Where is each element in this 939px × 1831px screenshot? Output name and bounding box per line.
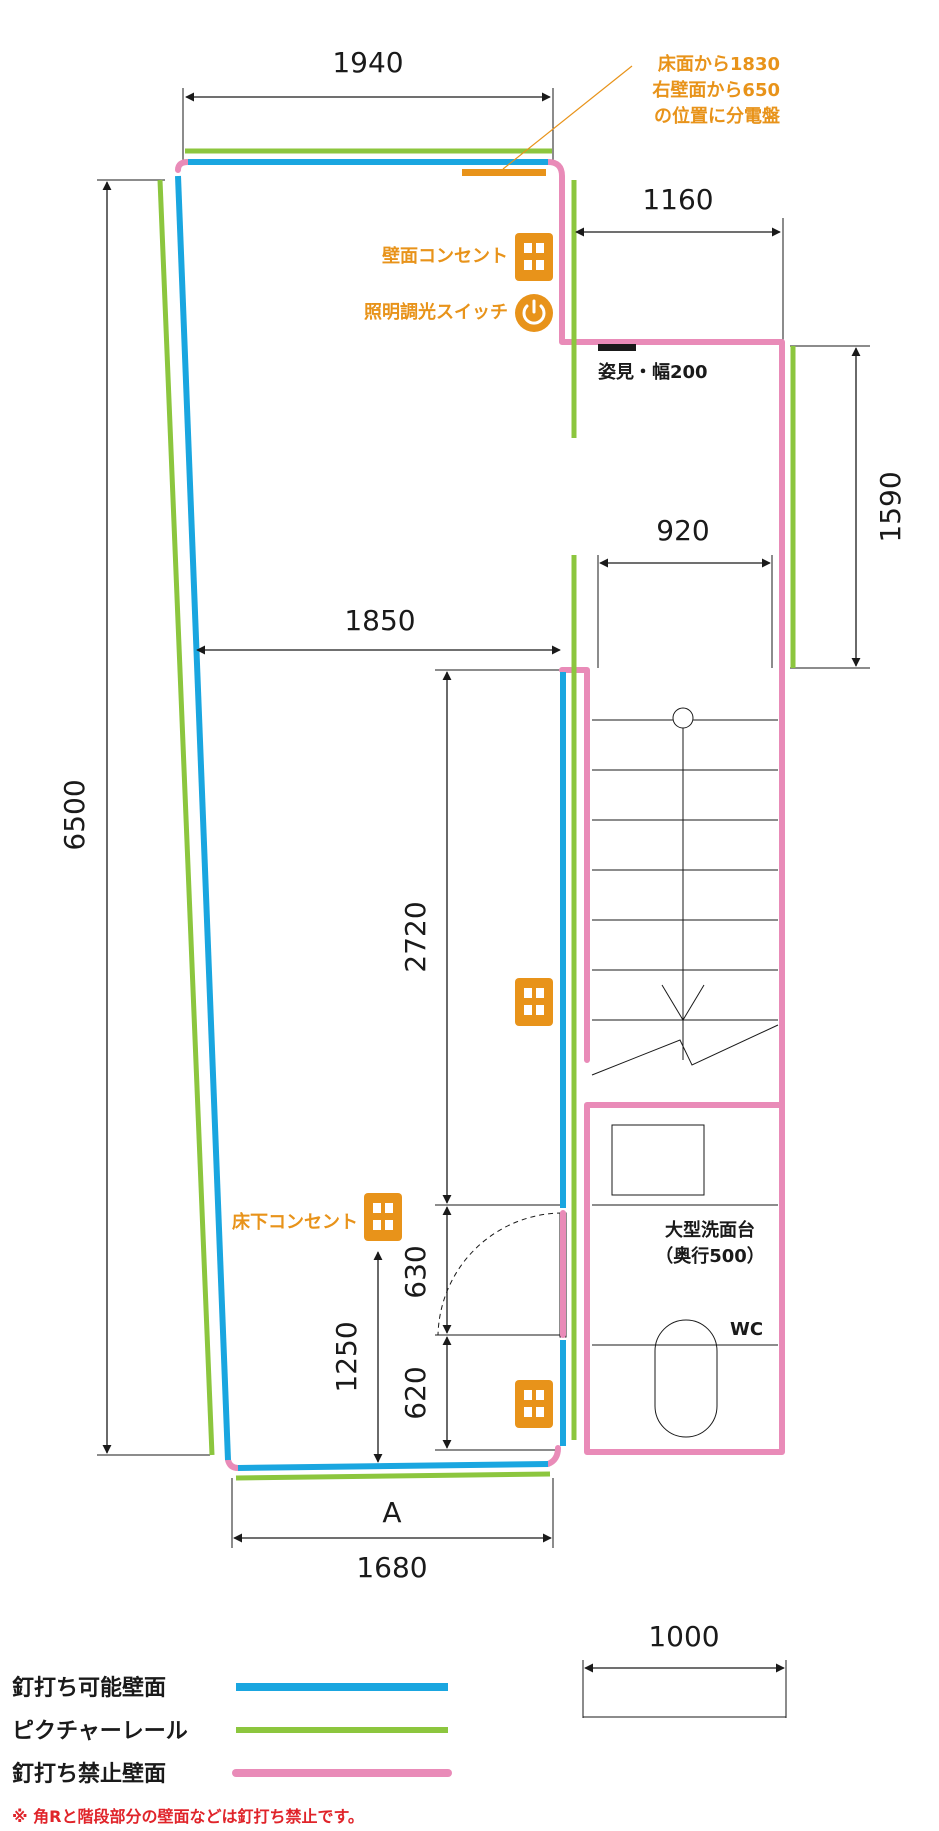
dim-right-offset: 1160 [642,183,713,216]
mirror-label: 姿見・幅200 [598,361,708,383]
sink [592,1124,778,1206]
outlet-icon [515,233,553,281]
dim-2720: 2720 [399,901,432,972]
floor-outlet-label: 床下コンセント [232,1211,358,1233]
dim-630: 630 [399,1245,432,1298]
wc-label: WC [730,1319,763,1340]
dim-620: 620 [399,1366,432,1419]
door [437,1212,567,1338]
breaker-note-line2: 右壁面から650 [652,79,780,101]
sink-label-line2: （奥行500） [655,1245,765,1267]
sink-label-line1: 大型洗面台 [665,1219,755,1241]
power-switch-icon [515,294,553,332]
legend-label-nail-ng: 釘打ち禁止壁面 [12,1761,166,1787]
picture-rails [157,148,796,1481]
legend-label-nail-ok: 釘打ち可能壁面 [12,1675,166,1701]
dim-alcove-height: 1590 [874,471,907,542]
outlet-icon [515,1380,553,1428]
breaker-leader-line [502,65,633,170]
dim-mid-width: 1850 [344,604,415,637]
nail-prohibited-walls [175,159,785,1471]
dimension-lines [102,92,861,1673]
breaker-note-line3: の位置に分電盤 [654,105,781,127]
footnote-warning: ※ 角Rと階段部分の壁面などは釘打ち禁止です。 [12,1807,364,1826]
outlet-icon [364,1193,402,1241]
toilet [592,1319,778,1438]
breaker-note-line1: 床面から1830 [658,53,780,75]
mirror [598,344,636,351]
distribution-board [462,169,546,176]
outlet-icon [515,978,553,1026]
dim-scale-bar: 1000 [648,1620,719,1653]
dim-total-height: 6500 [58,779,91,850]
dim-top-width: 1940 [332,46,403,79]
dim-1250: 1250 [330,1321,363,1392]
legend: 釘打ち可能壁面 ピクチャーレール 釘打ち禁止壁面 [12,1675,452,1787]
wall-outlet-label: 壁面コンセント [382,245,508,267]
stairs [591,707,779,1076]
wall-label-a: A [382,1496,401,1529]
nail-ok-walls [175,159,566,1471]
dim-bottom-width: 1680 [356,1551,427,1584]
dim-stair-width: 920 [656,514,709,547]
dimmer-switch-label: 照明調光スイッチ [364,301,508,323]
legend-label-picture-rail: ピクチャーレール [12,1719,188,1744]
